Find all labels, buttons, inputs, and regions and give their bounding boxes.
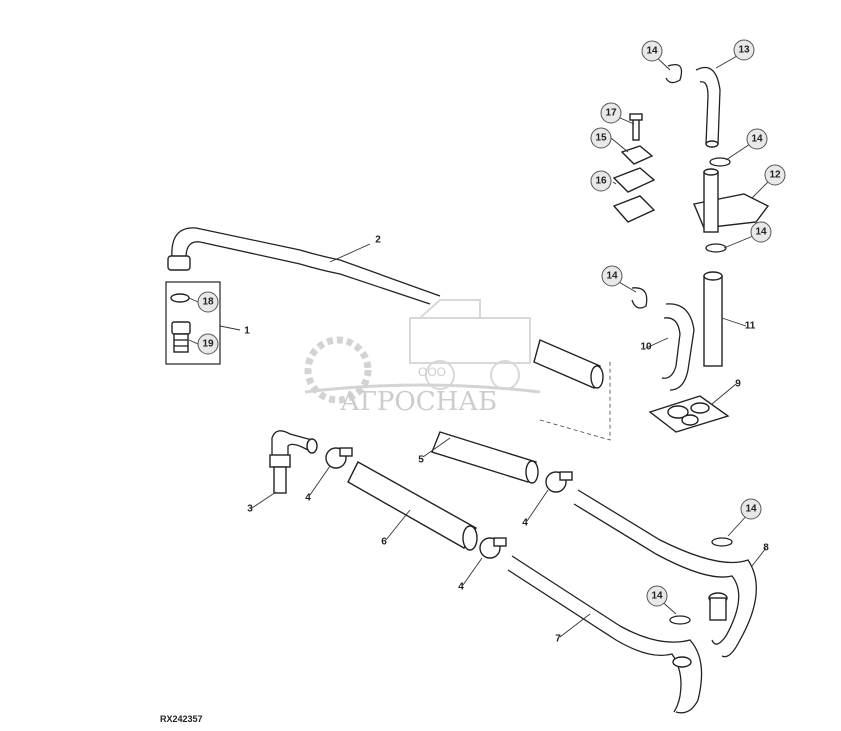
part-11-tube [703, 271, 723, 367]
part-8-hose [573, 489, 757, 658]
svg-text:16: 16 [595, 176, 607, 187]
svg-text:19: 19 [202, 339, 214, 350]
svg-text:6: 6 [381, 537, 387, 548]
svg-text:12: 12 [769, 170, 781, 181]
callout-4c: 4 [458, 582, 464, 593]
svg-text:3: 3 [247, 504, 253, 515]
svg-text:14: 14 [755, 227, 767, 238]
callout-6: 6 [381, 537, 387, 548]
part-10-hose [661, 303, 695, 391]
part-14-clamp-d [631, 287, 648, 309]
callout-7: 7 [555, 634, 561, 645]
callout-18: 18 [197, 291, 219, 313]
svg-text:7: 7 [555, 634, 561, 645]
callout-11: 11 [745, 321, 756, 332]
watermark-prefix: ООО [418, 365, 446, 379]
svg-text:14: 14 [606, 271, 618, 282]
part-4-clamp-c [479, 537, 507, 559]
watermark-name: АГРОСНАБ [340, 387, 497, 417]
svg-text:4: 4 [522, 518, 528, 529]
reference-code: RX242357 [160, 714, 203, 724]
callout-13: 13 [733, 39, 755, 61]
part-3-elbow [269, 430, 318, 494]
svg-text:14: 14 [646, 46, 658, 57]
callout-9: 9 [735, 379, 741, 390]
svg-text:14: 14 [745, 504, 757, 515]
callout-4a: 4 [305, 493, 311, 504]
svg-text:2: 2 [375, 235, 381, 246]
part-9-grommet [648, 395, 730, 433]
svg-text:5: 5 [418, 455, 424, 466]
part-7-hose [507, 555, 703, 714]
svg-text:17: 17 [605, 108, 617, 119]
callout-12: 12 [764, 164, 786, 186]
watermark-logo: ООО АГРОСНАБ [304, 299, 541, 417]
callout-10: 10 [640, 342, 652, 353]
part-14-clamp-e [711, 537, 733, 547]
callout-19: 19 [197, 333, 219, 355]
callout-15: 15 [590, 127, 612, 149]
part-14-clamp-a [665, 63, 683, 84]
svg-text:14: 14 [751, 134, 763, 145]
part-5-hose [431, 431, 539, 484]
part-4-clamp-a [325, 447, 353, 469]
svg-text:10: 10 [640, 342, 652, 353]
part-6-hose [347, 461, 478, 551]
callout-17: 17 [600, 102, 622, 124]
svg-text:11: 11 [745, 321, 756, 332]
part-14-clamp-c [705, 243, 727, 253]
part-2-pipe [167, 227, 441, 305]
callout-16: 16 [590, 170, 612, 192]
part-14-clamp-b [709, 157, 731, 167]
svg-text:1: 1 [244, 326, 250, 337]
callout-4b: 4 [522, 518, 528, 529]
callout-5: 5 [418, 455, 424, 466]
callout-14f: 14 [646, 585, 668, 607]
dashed-guide [539, 360, 611, 441]
callout-8: 8 [763, 543, 769, 554]
svg-text:15: 15 [595, 133, 607, 144]
part-17-bolt [629, 113, 643, 141]
svg-text:18: 18 [202, 297, 214, 308]
part-14-clamp-f [669, 615, 691, 625]
part-13-hose [695, 66, 721, 148]
callout-14c: 14 [750, 221, 772, 243]
part-4-clamp-b [545, 471, 573, 493]
part-12-bracket [693, 168, 770, 233]
callout-14b: 14 [746, 128, 768, 150]
hose-upper-short [533, 339, 604, 389]
svg-text:9: 9 [735, 379, 741, 390]
callout-1: 1 [244, 326, 250, 337]
svg-text:4: 4 [305, 493, 311, 504]
callout-3: 3 [247, 504, 253, 515]
callout-14e: 14 [740, 498, 762, 520]
svg-text:8: 8 [763, 543, 769, 554]
callout-2: 2 [375, 235, 381, 246]
part-16-clamp-block [612, 167, 656, 223]
svg-text:4: 4 [458, 582, 464, 593]
part-15-clip [620, 145, 654, 165]
callout-14d: 14 [601, 265, 623, 287]
svg-text:13: 13 [738, 45, 750, 56]
callout-14a: 14 [641, 40, 663, 62]
svg-text:14: 14 [651, 591, 663, 602]
